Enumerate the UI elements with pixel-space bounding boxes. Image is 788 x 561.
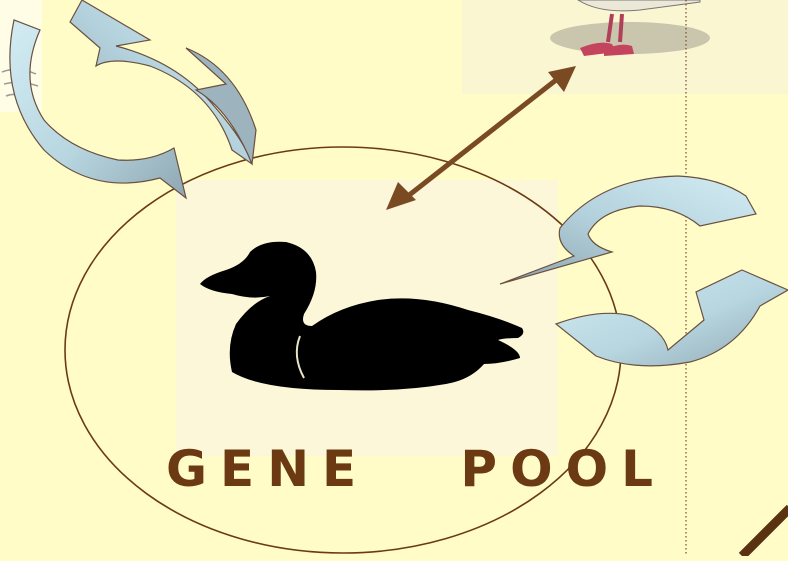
- corner-arrow-fragment: [742, 508, 788, 556]
- gene-pool-label: GENE POOL: [166, 440, 666, 498]
